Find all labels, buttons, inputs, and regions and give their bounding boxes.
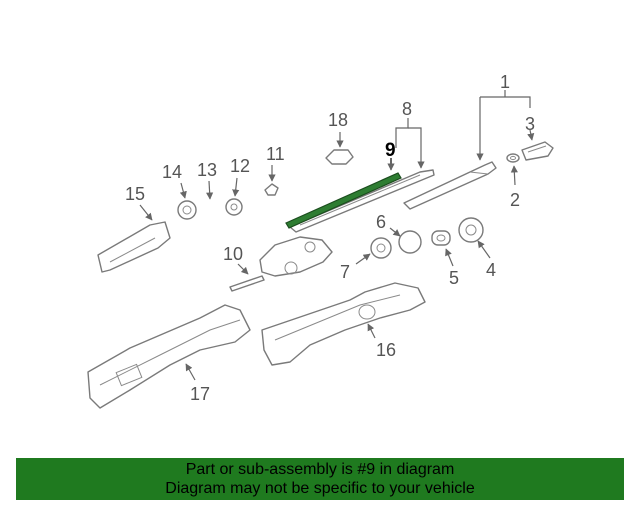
part-16-panel[interactable]	[261, 282, 426, 366]
callout-7: 7	[340, 262, 350, 282]
callout-16: 16	[376, 340, 396, 360]
callout-14: 14	[162, 162, 182, 182]
callout-3: 3	[525, 114, 535, 134]
callout-10: 10	[223, 244, 243, 264]
callout-8: 8	[402, 99, 412, 119]
part-12-grommet[interactable]	[225, 177, 243, 216]
part-6-seal[interactable]	[389, 227, 422, 254]
banner-line-2: Diagram may not be specific to your vehi…	[165, 480, 475, 497]
part-18-nozzle[interactable]	[325, 132, 354, 165]
part-8-wiper-blade[interactable]	[289, 118, 435, 233]
part-2-nut[interactable]	[506, 153, 520, 186]
callout-18: 18	[328, 110, 348, 130]
part-15-bracket[interactable]	[97, 204, 171, 273]
callout-6: 6	[376, 212, 386, 232]
part-3-cap[interactable]	[521, 129, 554, 161]
callout-4: 4	[486, 260, 496, 280]
callout-1: 1	[500, 72, 510, 92]
part-1-wiper-arm[interactable]	[403, 90, 531, 210]
callout-5: 5	[449, 268, 459, 288]
callout-13: 13	[197, 160, 217, 180]
disclaimer-banner: Part or sub-assembly is #9 in diagram Di…	[16, 458, 624, 500]
part-10-wiper-motor[interactable]	[229, 236, 333, 292]
part-4-grommet[interactable]	[458, 217, 491, 259]
part-13-screw[interactable]	[206, 180, 214, 200]
callout-9: 9	[385, 140, 396, 161]
part-9-blade-insert[interactable]	[285, 158, 402, 229]
callout-15: 15	[125, 184, 145, 204]
part-11-clip[interactable]	[264, 165, 279, 196]
part-5-bushing[interactable]	[431, 230, 454, 267]
part-7-bushing[interactable]	[355, 237, 392, 265]
callout-2: 2	[510, 190, 520, 210]
callout-17: 17	[190, 384, 210, 404]
callout-12: 12	[230, 156, 250, 176]
callout-11: 11	[266, 144, 285, 164]
part-17-trim-panel[interactable]	[87, 304, 251, 409]
banner-line-1: Part or sub-assembly is #9 in diagram	[185, 461, 455, 478]
part-14-washer[interactable]	[177, 182, 197, 220]
